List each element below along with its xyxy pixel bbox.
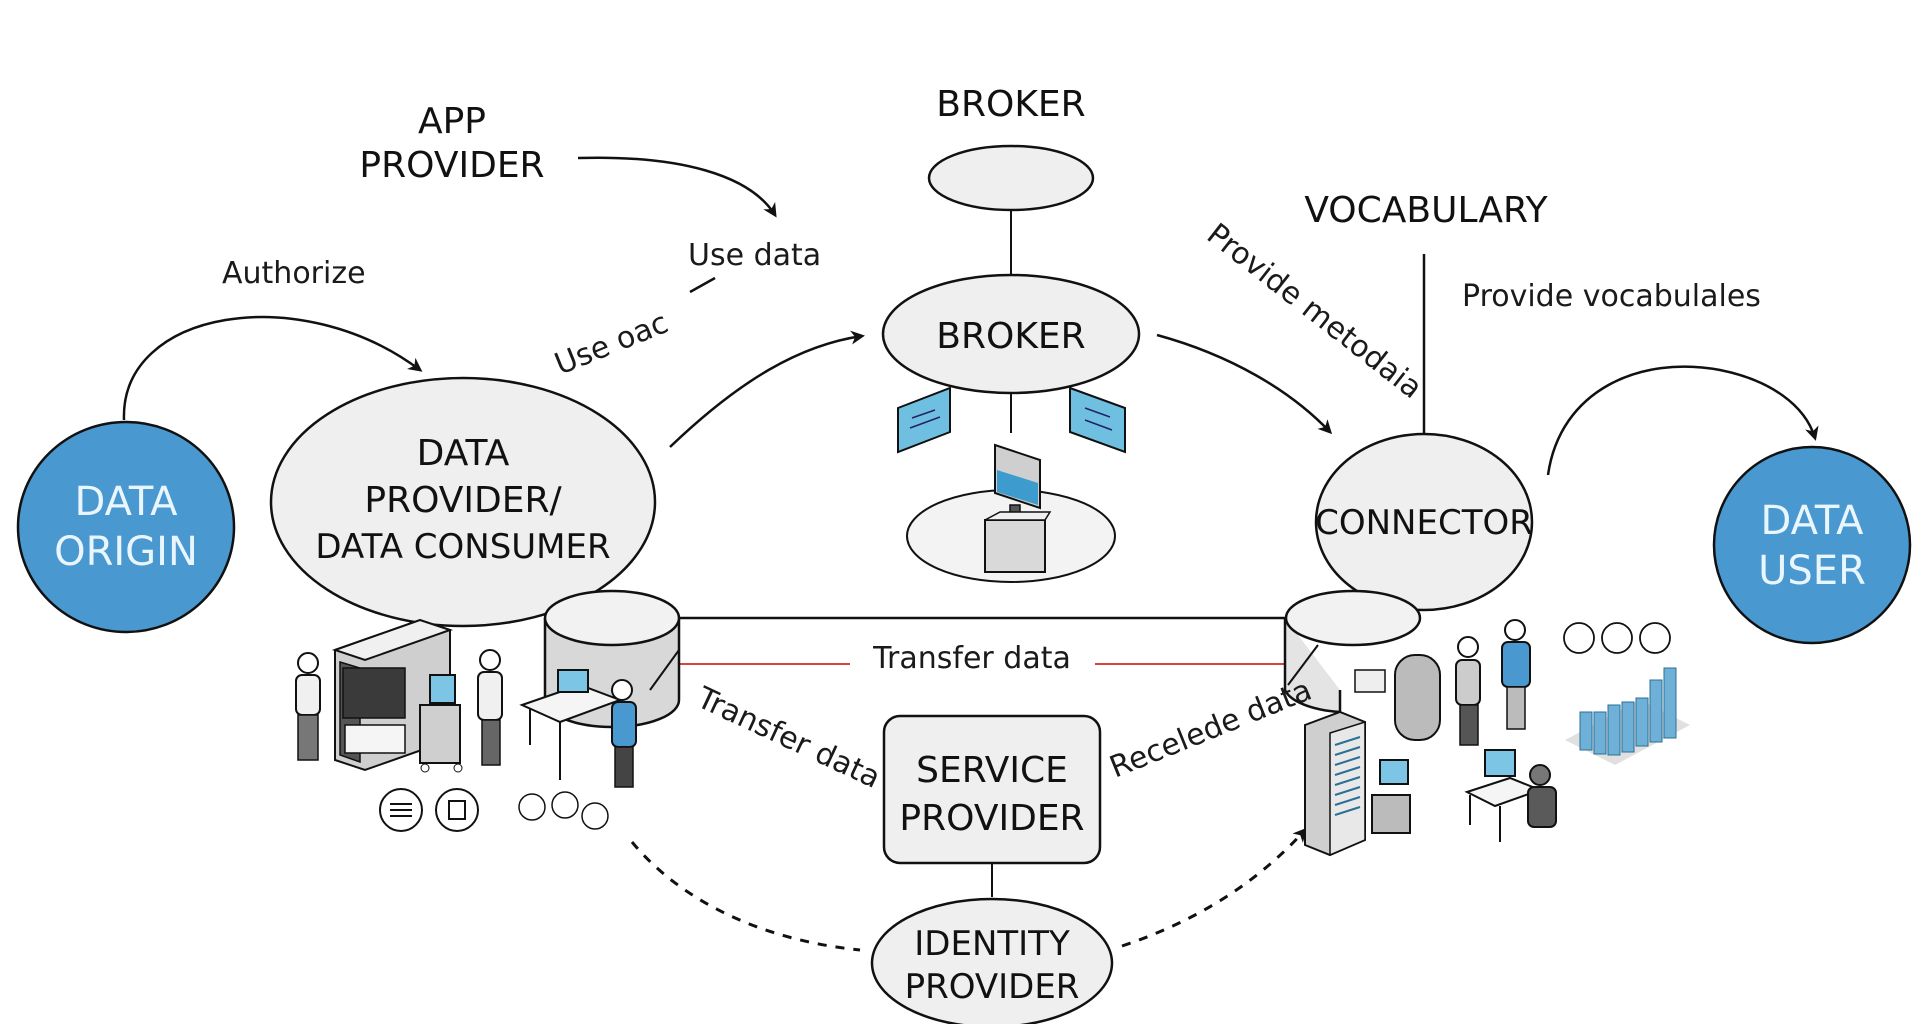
receive-data-label: Recelede data [1105, 673, 1317, 786]
app-provider-arrow [577, 156, 777, 218]
badges-right [1563, 622, 1671, 654]
app-provider-node[interactable]: APP PROVIDER [359, 101, 544, 186]
data-provider-label-3: DATA CONSUMER [315, 527, 610, 567]
database-cylinder-right-icon [1283, 589, 1422, 714]
transfer-data-main-label: Transfer data [872, 641, 1071, 676]
data-provider-label-2: PROVIDER/ [364, 480, 562, 521]
box-icon [1601, 622, 1633, 654]
data-provider-label-1: DATA [417, 433, 510, 474]
person-left-1-icon [295, 652, 321, 761]
app-provider-label-2: PROVIDER [359, 145, 544, 186]
folder-icon [518, 793, 546, 821]
small-terminal-icon [1371, 759, 1411, 834]
document-icon [581, 802, 609, 830]
data-user-label-2: USER [1758, 548, 1866, 594]
clipboard-icon [435, 788, 479, 832]
seated-worker-icon [1464, 749, 1557, 842]
identity-provider-node[interactable]: IDENTITY PROVIDER [870, 897, 1114, 1024]
connector-node[interactable]: CONNECTOR [1314, 432, 1534, 612]
document-panel-left-icon [897, 386, 951, 454]
use-oac-label: Use oac [550, 305, 673, 382]
data-origin-label-2: ORIGIN [54, 529, 198, 575]
provider-to-broker-arrow [669, 330, 865, 448]
use-data-label: Use data [688, 238, 821, 273]
workstation-icon [984, 443, 1052, 573]
person-right-1-icon [1455, 636, 1481, 746]
use-oac-dash [689, 276, 716, 294]
lab-machine-icon [331, 618, 454, 772]
authorize-label: Authorize [222, 256, 366, 291]
document-panel-right-icon [1069, 386, 1126, 454]
identity-provider-label-2: PROVIDER [905, 967, 1080, 1007]
vocabulary-label[interactable]: VOCABULARY [1304, 190, 1548, 231]
identity-provider-label-1: IDENTITY [914, 924, 1070, 964]
service-provider-label-1: SERVICE [916, 750, 1068, 791]
badges-left [379, 788, 609, 832]
data-provider-node[interactable]: DATA PROVIDER/ DATA CONSUMER [269, 376, 657, 628]
data-origin-node[interactable]: DATA ORIGIN [16, 420, 236, 634]
data-user-node[interactable]: DATA USER [1712, 445, 1912, 645]
service-provider-label-2: PROVIDER [899, 798, 1084, 839]
tape-reel-icon [1354, 654, 1441, 741]
document-icon [1639, 622, 1671, 654]
service-provider-node[interactable]: SERVICE PROVIDER [882, 714, 1102, 865]
data-origin-label-1: DATA [74, 479, 178, 525]
identity-left-dashed [630, 841, 861, 952]
provide-metadata-label: Provide metodaia [1200, 217, 1429, 406]
broker-label: BROKER [936, 316, 1085, 357]
transfer-data-left-label: Transfer data [691, 680, 886, 796]
data-bars-icon [1565, 667, 1690, 765]
data-user-label-1: DATA [1760, 498, 1864, 544]
connector-to-user-arrow [1546, 365, 1819, 476]
folder-icon [1563, 622, 1595, 654]
person-left-3-icon [611, 679, 637, 788]
person-left-2-icon [477, 649, 503, 766]
cart-terminal-icon [419, 674, 463, 773]
server-rack-icon [1304, 710, 1366, 857]
cloud-icon [551, 791, 579, 819]
app-provider-label-1: APP [418, 101, 486, 142]
person-right-2-icon [1501, 619, 1531, 730]
broker-node[interactable]: BROKER [881, 273, 1141, 395]
broker-top-ellipse[interactable] [927, 144, 1095, 212]
broker-to-connector-arrow [1156, 333, 1333, 435]
authorize-arrow [122, 315, 423, 421]
broker-heading: BROKER [936, 84, 1085, 125]
connector-label: CONNECTOR [1315, 503, 1533, 543]
identity-right-dashed [1121, 827, 1308, 948]
provide-vocabularies-label: Provide vocabulales [1462, 279, 1761, 314]
